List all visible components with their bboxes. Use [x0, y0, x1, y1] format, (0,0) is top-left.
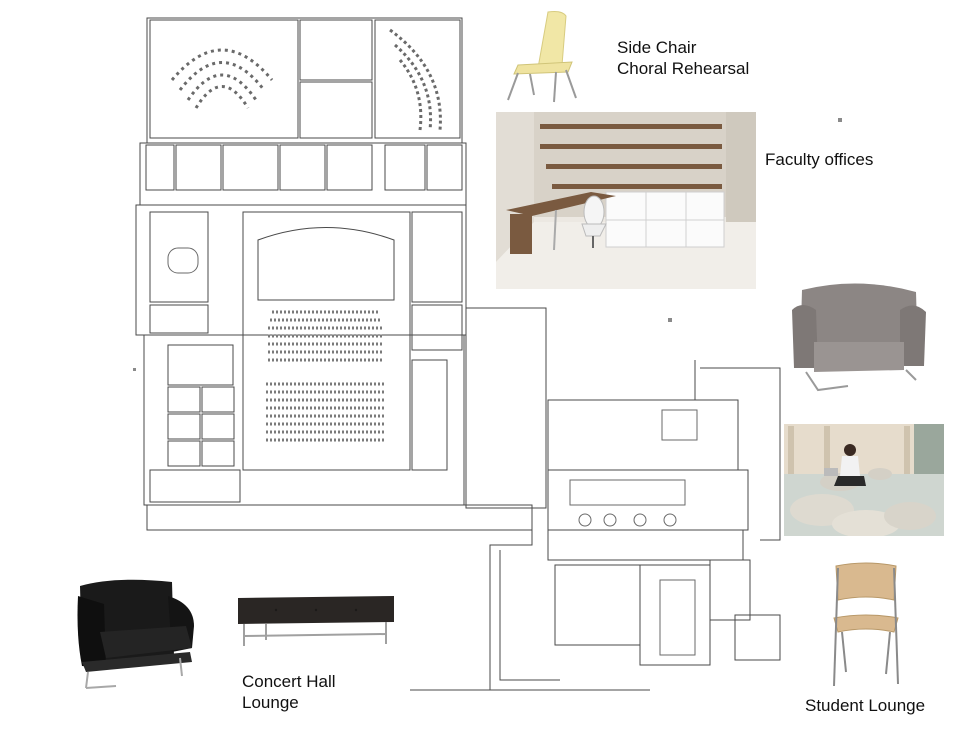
student-lounge-photo — [784, 424, 944, 536]
black-armchair-image — [77, 579, 194, 689]
faculty-office-image — [496, 112, 756, 289]
grey-lounge-chair-image — [792, 283, 926, 392]
faculty-offices-label: Faculty offices — [765, 150, 874, 169]
concert-hall-lounge-label: Lounge — [242, 693, 299, 712]
choral-rehearsal-label: Choral Rehearsal — [617, 59, 750, 78]
concert-hall-label: Concert Hall — [242, 672, 336, 691]
student-lounge-label: Student Lounge — [805, 696, 926, 715]
bench-image — [238, 596, 394, 646]
wood-side-chair-image — [833, 562, 899, 687]
side-chair-label: Side Chair — [617, 38, 697, 57]
side-chair-image — [507, 11, 577, 103]
